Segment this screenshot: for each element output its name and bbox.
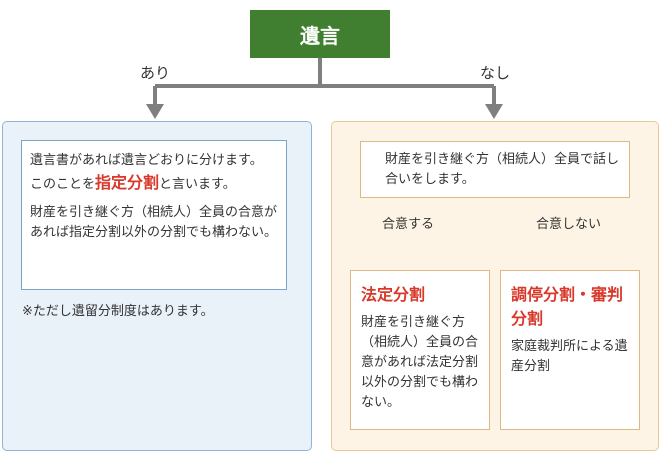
branch-label-agree: 合意する: [382, 217, 435, 232]
discussion-text: 財産を引き継ぐ方（相続人）全員で話し合いをします。: [385, 152, 620, 187]
branch-label-disagree: 合意しない: [536, 217, 602, 232]
mediation-adjudication-body: 家庭裁判所による遺産分割: [511, 339, 628, 374]
left-line2-post: と言います。: [159, 177, 236, 192]
left-line2: このことを指定分割と言います。: [30, 173, 278, 195]
left-line1: 遺言書があれば遺言どおりに分けます。: [30, 153, 263, 168]
mediation-adjudication-title: 調停分割・審判分割: [511, 285, 624, 328]
designated-division-box: 遺言書があれば遺言どおりに分けます。 このことを指定分割と言います。 財産を引き…: [21, 140, 287, 290]
arrow-down-icon: [485, 104, 503, 119]
root-label: 遺言: [300, 23, 340, 48]
arrow-down-icon: [146, 104, 164, 119]
left-paragraph2: 財産を引き継ぐ方（相続人）全員の合意があれば指定分割以外の分割でも構わない。: [30, 205, 278, 240]
reserved-share-note: ※ただし遺留分制度はあります。: [22, 304, 214, 319]
branch-label-no: なし: [480, 64, 511, 82]
statutory-division-title: 法定分割: [361, 285, 426, 304]
statutory-division-body: 財産を引き継ぐ方（相続人）全員の合意があれば法定分割以外の分割でも構わない。: [361, 315, 479, 410]
mediation-adjudication-box: 調停分割・審判分割 家庭裁判所による遺産分割: [500, 270, 640, 430]
statutory-division-box: 法定分割 財産を引き継ぐ方（相続人）全員の合意があれば法定分割以外の分割でも構わ…: [350, 270, 490, 430]
designated-division-term: 指定分割: [95, 173, 160, 192]
branch-label-yes: あり: [140, 64, 171, 82]
left-line2-pre: このことを: [30, 177, 96, 192]
heirs-discussion-box: 財産を引き継ぐ方（相続人）全員で話し合いをします。: [360, 141, 630, 198]
root-node-will: 遺言: [250, 10, 390, 58]
